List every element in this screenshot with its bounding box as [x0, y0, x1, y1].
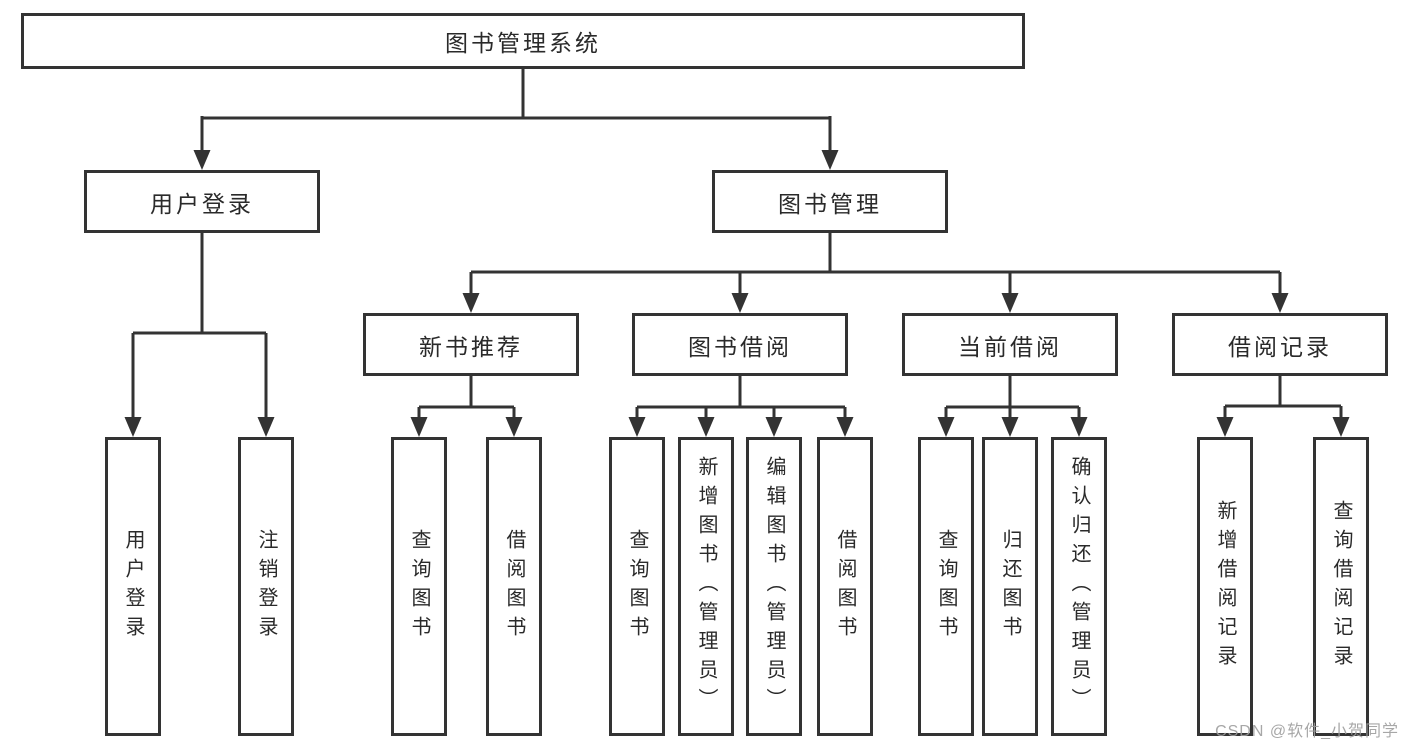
- node-user-login: 用户登录: [84, 170, 320, 233]
- leaf-query-books-borrow-label: 查询图书: [626, 528, 648, 645]
- leaf-add-borrow-record: 新增借阅记录: [1197, 437, 1253, 736]
- node-book-management-label: 图书管理: [778, 190, 882, 217]
- leaf-add-borrow-record-label: 新增借阅记录: [1214, 499, 1236, 674]
- leaf-borrow-books-label: 借阅图书: [834, 528, 856, 645]
- leaf-logout-login-label: 注销登录: [255, 528, 277, 645]
- node-current-borrow: 当前借阅: [902, 313, 1118, 376]
- leaf-query-borrow-record-label: 查询借阅记录: [1330, 499, 1352, 674]
- leaf-edit-book-admin: 编辑图书（管理员）: [746, 437, 802, 736]
- leaf-user-login: 用户登录: [105, 437, 161, 736]
- leaf-query-books-current: 查询图书: [918, 437, 974, 736]
- leaf-user-login-label: 用户登录: [122, 528, 144, 645]
- leaf-borrow-books-recommend-label: 借阅图书: [503, 528, 525, 645]
- leaf-confirm-return-admin-label: 确认归还（管理员）: [1068, 456, 1090, 717]
- node-new-book-recommend: 新书推荐: [363, 313, 579, 376]
- node-library-system: 图书管理系统: [21, 13, 1025, 69]
- leaf-return-books-label: 归还图书: [999, 528, 1021, 645]
- node-user-login-label: 用户登录: [150, 190, 254, 217]
- node-borrow-records-label: 借阅记录: [1228, 333, 1332, 360]
- leaf-edit-book-admin-label: 编辑图书（管理员）: [763, 456, 785, 717]
- leaf-confirm-return-admin: 确认归还（管理员）: [1051, 437, 1107, 736]
- leaf-add-book-admin: 新增图书（管理员）: [678, 437, 734, 736]
- node-book-borrow-label: 图书借阅: [688, 333, 792, 360]
- node-new-book-recommend-label: 新书推荐: [419, 333, 523, 360]
- leaf-add-book-admin-label: 新增图书（管理员）: [695, 456, 717, 717]
- leaf-logout-login: 注销登录: [238, 437, 294, 736]
- leaf-borrow-books-recommend: 借阅图书: [486, 437, 542, 736]
- node-library-system-label: 图书管理系统: [445, 30, 601, 56]
- node-book-management: 图书管理: [712, 170, 948, 233]
- leaf-query-books-current-label: 查询图书: [935, 528, 957, 645]
- leaf-query-books-borrow: 查询图书: [609, 437, 665, 736]
- node-book-borrow: 图书借阅: [632, 313, 848, 376]
- leaf-query-books-recommend-label: 查询图书: [408, 528, 430, 645]
- csdn-watermark: CSDN @软件_小贺同学: [1215, 723, 1399, 740]
- leaf-borrow-books: 借阅图书: [817, 437, 873, 736]
- leaf-query-borrow-record: 查询借阅记录: [1313, 437, 1369, 736]
- node-borrow-records: 借阅记录: [1172, 313, 1388, 376]
- node-current-borrow-label: 当前借阅: [958, 333, 1062, 360]
- leaf-return-books: 归还图书: [982, 437, 1038, 736]
- leaf-query-books-recommend: 查询图书: [391, 437, 447, 736]
